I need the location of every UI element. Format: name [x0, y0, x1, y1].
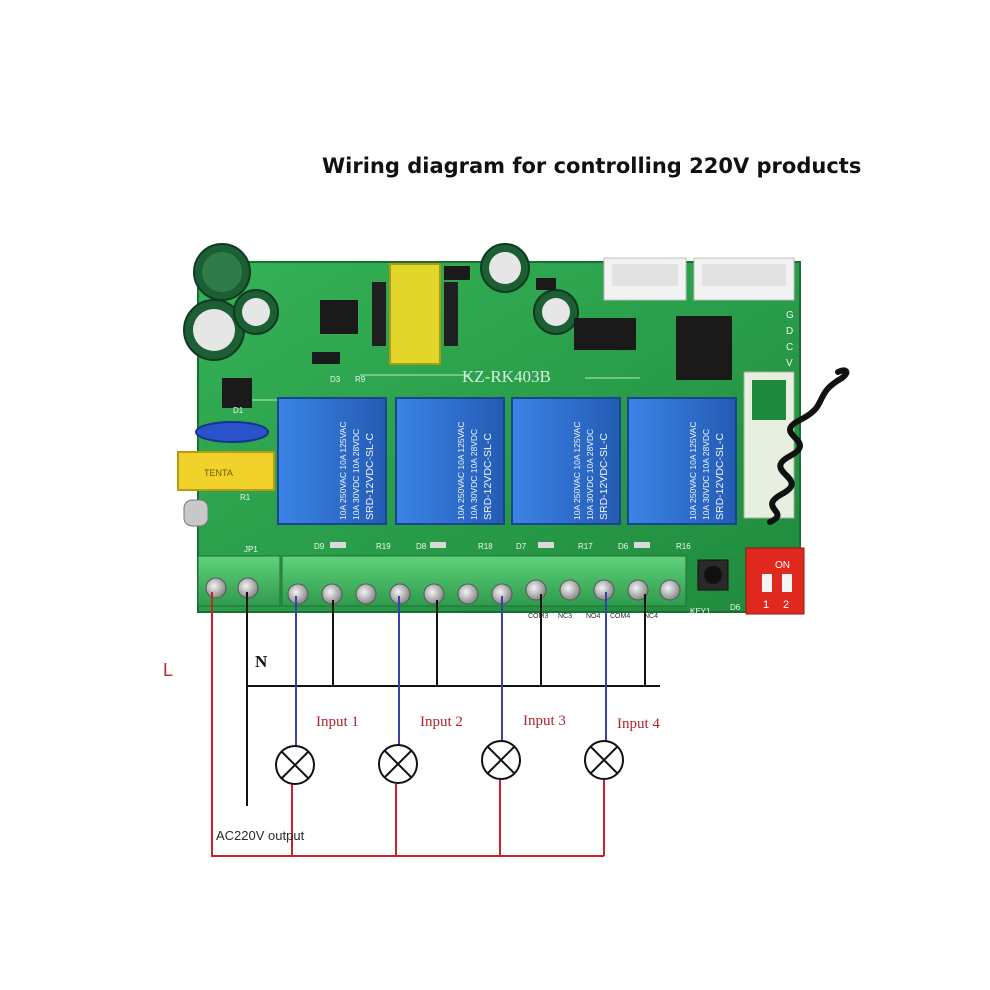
terminal-label: NO4 — [586, 613, 601, 620]
relay-text: 10A 30VDC 10A 28VDC — [585, 429, 595, 520]
input-label: Input 4 — [617, 716, 660, 732]
relay-1: 10A 250VAC 10A 125VAC 10A 30VDC 10A 28VD… — [277, 397, 387, 525]
d6-label: D6 — [730, 603, 741, 612]
terminal-block-power — [197, 555, 281, 607]
led-label: D9 — [314, 542, 325, 551]
terminal-label: COM4 — [610, 613, 630, 620]
input-wires — [295, 592, 607, 748]
r9-label: R9 — [355, 375, 366, 384]
relay-text: 10A 30VDC 10A 28VDC — [469, 429, 479, 520]
led-label: D7 — [516, 542, 527, 551]
led-label: R18 — [478, 542, 493, 551]
lamp-1 — [275, 745, 315, 785]
input-label: Input 1 — [316, 714, 359, 730]
resistor-r1: R1 — [183, 493, 251, 527]
relay-2: 10A 250VAC 10A 125VAC 10A 30VDC 10A 28VD… — [395, 397, 505, 525]
d1-label: D1 — [233, 406, 244, 415]
dip-on-label: ON — [775, 560, 790, 571]
led-label: R17 — [578, 542, 593, 551]
led-row: D9 R19 D8 R18 D7 R17 D6 R16 — [314, 542, 691, 551]
connector-pin-labels: G D C V — [786, 310, 794, 369]
lamp-2 — [378, 744, 418, 784]
jp1-label: JP1 — [244, 545, 258, 554]
capacitor-cluster — [183, 243, 579, 361]
input-label: Input 3 — [523, 713, 566, 729]
ic-chips — [222, 266, 732, 408]
relay-4: 10A 250VAC 10A 125VAC 10A 30VDC 10A 28VD… — [627, 397, 737, 525]
terminal-block-outputs — [281, 555, 687, 607]
led-label: D6 — [618, 542, 629, 551]
pin-label: C — [786, 342, 793, 353]
dip-switch: ON 1 2 — [745, 547, 805, 615]
transformer — [372, 263, 458, 365]
relay-text: 10A 250VAC 10A 125VAC — [456, 422, 466, 520]
terminal-label: NC3 — [558, 613, 572, 620]
capacitor-brand: TENTA — [204, 468, 233, 478]
d3-label: D3 — [330, 375, 341, 384]
r1-label: R1 — [240, 493, 251, 502]
top-connector — [603, 257, 795, 301]
dip-number: 1 — [763, 599, 769, 611]
dip-number: 2 — [783, 599, 789, 611]
relay-text: SRD-12VDC-SL-C — [364, 433, 376, 520]
led-label: R19 — [376, 542, 391, 551]
key1-button: KEY1 D6 — [690, 559, 741, 616]
neutral-wires — [246, 592, 660, 806]
pin-label: G — [786, 310, 794, 321]
lamp-3 — [481, 740, 521, 780]
rf-module — [743, 371, 795, 519]
relay-text: 10A 250VAC 10A 125VAC — [572, 422, 582, 520]
diagram-title: Wiring diagram for controlling 220V prod… — [322, 154, 862, 178]
output-label: AC220V output — [216, 828, 305, 843]
pin-label: D — [786, 326, 793, 337]
relay-text: SRD-12VDC-SL-C — [598, 433, 610, 520]
board-model-label: KZ-RK403B — [462, 367, 551, 386]
led-label: R16 — [676, 542, 691, 551]
lamp-4 — [584, 740, 624, 780]
input-label: Input 2 — [420, 714, 463, 730]
y-capacitor — [195, 421, 269, 443]
relay-text: 10A 250VAC 10A 125VAC — [338, 422, 348, 520]
pcb-board: KZ-RK403B D1 R9 D3 G D C V TENTA R1 — [177, 243, 850, 620]
key1-label: KEY1 — [690, 607, 711, 616]
x-capacitor: TENTA — [177, 451, 275, 491]
pin-label: V — [786, 358, 793, 369]
relay-text: SRD-12VDC-SL-C — [482, 433, 494, 520]
live-label: L — [163, 660, 173, 680]
relay-3: 10A 250VAC 10A 125VAC 10A 30VDC 10A 28VD… — [511, 397, 621, 525]
neutral-label: N — [255, 652, 268, 671]
live-wires — [211, 592, 605, 857]
terminal-label: COM3 — [528, 613, 548, 620]
led-label: D8 — [416, 542, 427, 551]
relay-text: 10A 30VDC 10A 28VDC — [701, 429, 711, 520]
relay-text: SRD-12VDC-SL-C — [714, 433, 726, 520]
relay-text: 10A 30VDC 10A 28VDC — [351, 429, 361, 520]
terminal-labels: COM3 NC3 NO4 COM4 NC4 — [528, 613, 658, 620]
relay-text: 10A 250VAC 10A 125VAC — [688, 422, 698, 520]
terminal-label: NC4 — [644, 613, 658, 620]
antenna-coil — [767, 367, 850, 525]
